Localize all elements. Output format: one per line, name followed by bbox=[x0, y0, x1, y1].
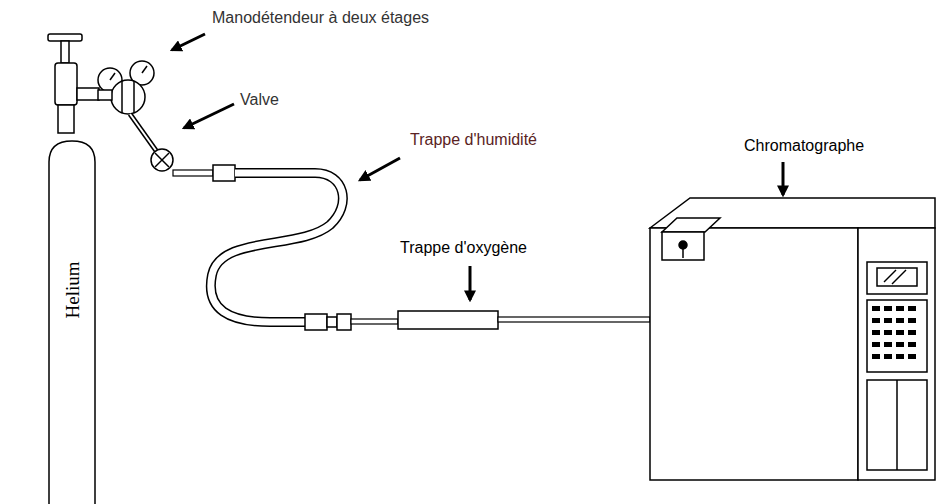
fitting bbox=[305, 314, 351, 330]
cylinder-valve bbox=[48, 34, 99, 133]
part-label: Valve bbox=[238, 90, 281, 110]
chromatograph bbox=[650, 198, 935, 480]
keypad bbox=[872, 306, 916, 359]
oxygen-trap bbox=[398, 311, 498, 329]
gas-cylinder: Helium bbox=[48, 140, 96, 504]
gas-name: Helium bbox=[61, 262, 83, 319]
cylinder-outline bbox=[48, 140, 96, 504]
tube bbox=[211, 173, 343, 322]
regulator bbox=[98, 61, 154, 114]
part-label: Chromatographe bbox=[742, 136, 866, 156]
part-label: Trappe d'oxygène bbox=[398, 238, 529, 258]
valve-symbol bbox=[151, 149, 235, 181]
part-label: Manodétendeur à deux étages bbox=[210, 8, 454, 28]
leader-arrow bbox=[172, 34, 783, 300]
part-label: Trappe d'humidité bbox=[408, 130, 539, 150]
